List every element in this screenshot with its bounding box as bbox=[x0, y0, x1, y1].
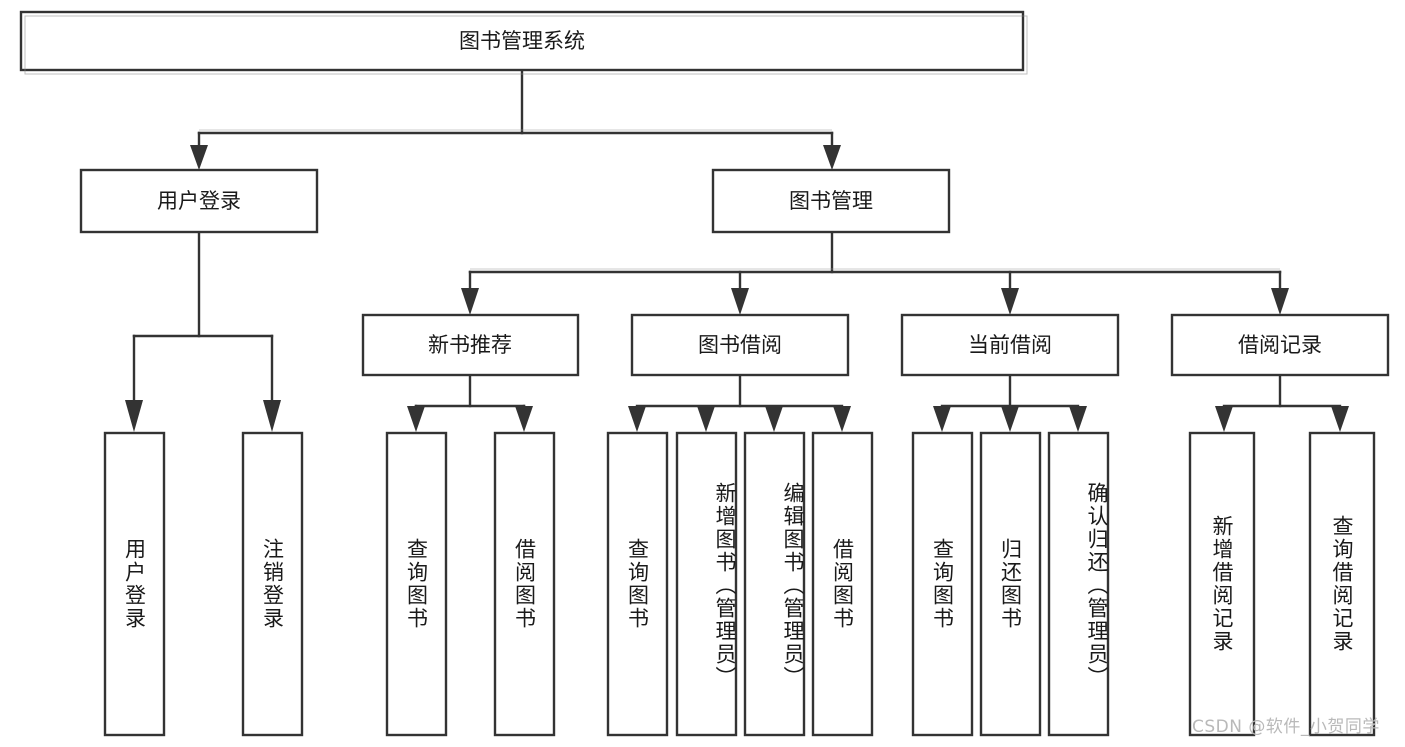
node-label-leaf-current-confirm-return: 确认归还（管理员） bbox=[1085, 481, 1109, 689]
arrowhead-user-login bbox=[190, 145, 208, 170]
node-label-leaf-current-query-book: 查询图书 bbox=[930, 538, 955, 630]
node-box-book-manage[interactable] bbox=[711, 168, 951, 234]
arrowhead-current-borrow bbox=[1001, 288, 1019, 315]
node-label-leaf-borrow-edit-book: 编辑图书（管理员） bbox=[781, 481, 805, 689]
arrowhead-leaf-borrow-borrow-book bbox=[833, 406, 851, 432]
arrowhead-leaf-borrow-edit-book bbox=[765, 406, 783, 432]
node-box-borrow-record[interactable] bbox=[1170, 313, 1390, 377]
node-box-leaf-current-confirm-return[interactable] bbox=[1047, 431, 1110, 737]
node-label-leaf-borrow-add-book: 新增图书（管理员） bbox=[713, 481, 737, 689]
node-label-current-borrow: 当前借阅 bbox=[968, 333, 1052, 357]
connector-layer bbox=[125, 68, 1349, 432]
node-label-leaf-user-logout: 注销登录 bbox=[260, 538, 285, 630]
node-label-leaf-record-query: 查询借阅记录 bbox=[1330, 515, 1355, 653]
arrowhead-book-manage bbox=[823, 145, 841, 170]
arrowhead-leaf-borrow-add-book bbox=[697, 406, 715, 432]
node-box-leaf-user-logout[interactable] bbox=[241, 431, 304, 737]
arrowhead-leaf-current-query-book bbox=[933, 406, 951, 432]
node-box-leaf-borrow-edit-book[interactable] bbox=[743, 431, 806, 737]
node-box-leaf-current-query-book[interactable] bbox=[911, 431, 974, 737]
arrowhead-book-borrow bbox=[731, 288, 749, 315]
node-box-leaf-rec-borrow-book[interactable] bbox=[493, 431, 556, 737]
node-box-user-login[interactable] bbox=[79, 168, 319, 234]
node-label-leaf-borrow-query-book: 查询图书 bbox=[625, 538, 650, 630]
arrowhead-leaf-record-query bbox=[1331, 406, 1349, 432]
arrowhead-leaf-rec-query-book bbox=[407, 406, 425, 432]
node-box-leaf-current-return-book[interactable] bbox=[979, 431, 1042, 737]
node-label-user-login: 用户登录 bbox=[157, 189, 241, 213]
node-label-leaf-rec-query-book: 查询图书 bbox=[404, 538, 429, 630]
node-box-leaf-borrow-add-book[interactable] bbox=[675, 431, 738, 737]
node-label-root: 图书管理系统 bbox=[459, 29, 585, 53]
node-label-book-borrow: 图书借阅 bbox=[698, 333, 782, 357]
node-box-new-book-rec[interactable] bbox=[361, 313, 580, 377]
node-label-new-book-rec: 新书推荐 bbox=[428, 333, 512, 357]
arrowhead-borrow-record bbox=[1271, 288, 1289, 315]
watermark-text: CSDN @软件_小贺同学 bbox=[1192, 717, 1380, 737]
node-label-leaf-record-add: 新增借阅记录 bbox=[1210, 515, 1235, 653]
arrowhead-leaf-current-confirm-return bbox=[1069, 406, 1087, 432]
arrowhead-leaf-rec-borrow-book bbox=[515, 406, 533, 432]
node-box-leaf-rec-query-book[interactable] bbox=[385, 431, 448, 737]
arrowhead-leaf-user-login bbox=[125, 400, 143, 432]
node-box-leaf-borrow-query-book[interactable] bbox=[606, 431, 669, 737]
node-box-current-borrow[interactable] bbox=[900, 313, 1120, 377]
node-box-leaf-record-query[interactable] bbox=[1308, 431, 1376, 737]
node-label-borrow-record: 借阅记录 bbox=[1238, 333, 1322, 357]
node-box-leaf-user-login[interactable] bbox=[103, 431, 166, 737]
node-label-leaf-current-return-book: 归还图书 bbox=[998, 538, 1023, 630]
arrowhead-leaf-current-return-book bbox=[1001, 406, 1019, 432]
arrowhead-leaf-record-add bbox=[1215, 406, 1233, 432]
arrowhead-leaf-borrow-query-book bbox=[628, 406, 646, 432]
node-box-book-borrow[interactable] bbox=[630, 313, 850, 377]
node-box-root-shadow bbox=[24, 15, 1028, 75]
arrowhead-new-book-rec bbox=[461, 288, 479, 315]
node-label-leaf-rec-borrow-book: 借阅图书 bbox=[512, 538, 537, 630]
node-label-leaf-borrow-borrow-book: 借阅图书 bbox=[830, 538, 855, 630]
arrowhead-leaf-user-logout bbox=[263, 400, 281, 432]
node-label-leaf-user-login: 用户登录 bbox=[122, 538, 147, 630]
node-box-root[interactable] bbox=[19, 10, 1025, 72]
node-label-book-manage: 图书管理 bbox=[789, 189, 873, 213]
node-box-leaf-borrow-borrow-book[interactable] bbox=[811, 431, 874, 737]
node-layer: 图书管理系统 用户登录 图书管理 新书推荐 图书借阅 当前借阅 借阅记录 bbox=[19, 10, 1390, 737]
node-box-leaf-record-add[interactable] bbox=[1188, 431, 1256, 737]
